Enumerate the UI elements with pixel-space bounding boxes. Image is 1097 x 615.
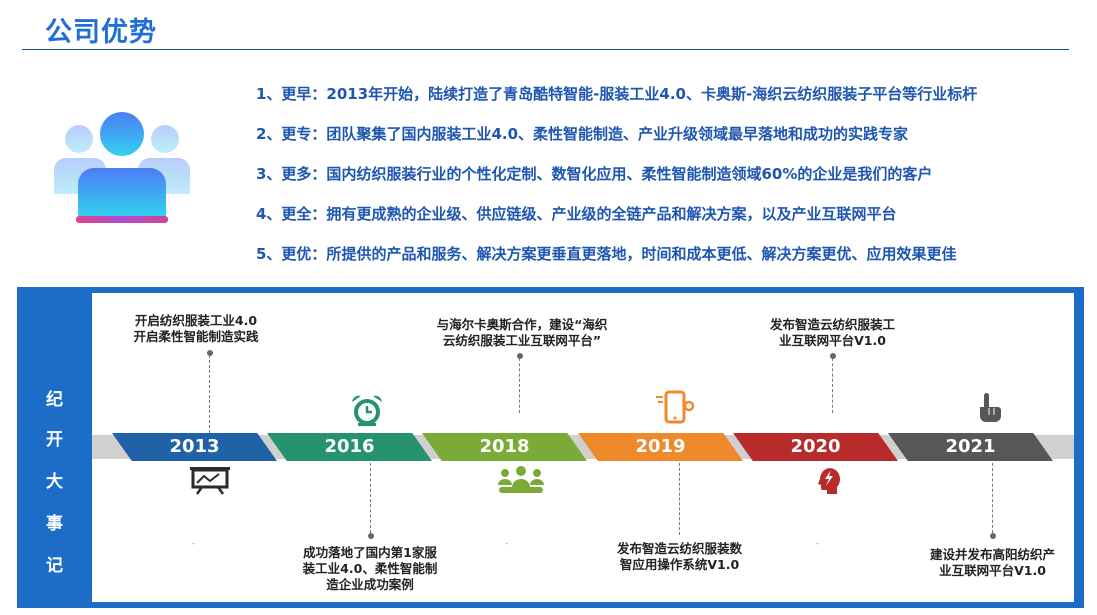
advantage-item: 5、更优：所提供的产品和服务、解决方案更垂直更落地，时间和成本更低、解决方案更优… — [256, 245, 957, 263]
event-line: 业互联网平台V1.0 — [779, 333, 886, 348]
team-icon — [498, 466, 544, 493]
event-2019: 发布智造云纺织服装数 智应用操作系统V1.0 — [597, 541, 762, 573]
connector-line — [832, 358, 833, 413]
year-segment-2018 — [422, 433, 587, 461]
side-char: 纪 — [46, 390, 63, 410]
side-char: 记 — [46, 556, 63, 576]
year-label: 2018 — [479, 436, 530, 457]
advantage-list: 1、更早：2013年开始，陆续打造了青岛酷特智能-服装工业4.0、卡奥斯-海织云… — [256, 80, 1086, 280]
tick-mark: - — [505, 539, 509, 549]
title-divider — [22, 49, 1069, 50]
event-line: 业互联网平台V1.0 — [939, 563, 1046, 578]
event-line: 装工业4.0、柔性智能制 — [302, 561, 438, 576]
year-label: 2020 — [790, 436, 841, 457]
milestone-panel: 纪 开 大 事 记 2013 2016 2018 2019 2020 2021 … — [17, 287, 1084, 608]
year-segment-2020 — [733, 433, 898, 461]
connector-dot — [990, 533, 996, 539]
people-group-icon — [54, 112, 190, 223]
side-char: 大 — [46, 472, 63, 492]
event-line: 造企业成功案例 — [326, 577, 414, 592]
head-lightning-icon — [818, 468, 840, 494]
event-line: 与海尔卡奥斯合作，建设“海织 — [436, 317, 608, 332]
year-segment-2016 — [267, 433, 432, 461]
page-title: 公司优势 — [45, 17, 157, 48]
advantage-item: 3、更多：国内纺织服装行业的个性化定制、数智化应用、柔性智能制造领域60%的企业… — [256, 165, 933, 183]
alarm-clock-icon — [352, 395, 382, 426]
connector-dot — [368, 533, 374, 539]
mobile-settings-icon — [656, 390, 695, 424]
tick-mark: - — [192, 539, 196, 549]
connector-line — [370, 463, 371, 533]
event-line: 发布智造云纺织服装工 — [769, 317, 895, 332]
connector-dot — [517, 353, 523, 359]
event-2016: 成功落地了国内第1家服 装工业4.0、柔性智能制 造企业成功案例 — [285, 545, 455, 593]
connector-dot — [207, 350, 213, 356]
event-line: 智应用操作系统V1.0 — [619, 557, 740, 572]
event-line: 发布智造云纺织服装数 — [616, 541, 742, 556]
presentation-board-icon — [190, 467, 230, 495]
timeline-area: 2013 2016 2018 2019 2020 2021 开启纺织服装工业4.… — [92, 293, 1074, 602]
connector-line — [519, 358, 520, 413]
year-segment-2013 — [112, 433, 277, 461]
year-segment-2021 — [888, 433, 1053, 461]
advantage-item: 1、更早：2013年开始，陆续打造了青岛酷特智能-服装工业4.0、卡奥斯-海织云… — [256, 85, 978, 103]
connector-line — [992, 463, 993, 533]
milestone-side-label: 纪 开 大 事 记 — [17, 287, 92, 608]
event-line: 云纺织服装工业互联网平台” — [442, 333, 602, 348]
advantage-item: 2、更专：团队聚集了国内服装工业4.0、柔性智能制造、产业升级领域最早落地和成功… — [256, 125, 909, 143]
connector-line — [679, 463, 680, 535]
tick-mark: - — [816, 539, 820, 549]
event-2013: 开启纺织服装工业4.0 开启柔性智能制造实践 — [122, 313, 270, 345]
year-segment-2019 — [578, 433, 743, 461]
side-char: 开 — [46, 430, 63, 450]
event-line: 开启纺织服装工业4.0 — [134, 313, 258, 328]
event-2018: 与海尔卡奥斯合作，建设“海织 云纺织服装工业互联网平台” — [422, 317, 622, 349]
connector-line — [209, 355, 210, 433]
year-label: 2021 — [945, 436, 996, 457]
year-label: 2013 — [169, 436, 220, 457]
pointer-hand-icon — [980, 393, 1001, 422]
year-label: 2019 — [635, 436, 686, 457]
event-2020: 发布智造云纺织服装工 业互联网平台V1.0 — [750, 317, 915, 349]
connector-dot — [830, 353, 836, 359]
event-line: 建设并发布高阳纺织产 — [929, 547, 1055, 562]
advantage-item: 4、更全：拥有更成熟的企业级、供应链级、产业级的全链产品和解决方案，以及产业互联… — [256, 205, 897, 223]
year-label: 2016 — [324, 436, 375, 457]
event-2021: 建设并发布高阳纺织产 业互联网平台V1.0 — [910, 547, 1075, 579]
event-line: 开启柔性智能制造实践 — [133, 329, 259, 344]
event-line: 成功落地了国内第1家服 — [303, 545, 437, 560]
side-char: 事 — [46, 514, 63, 534]
